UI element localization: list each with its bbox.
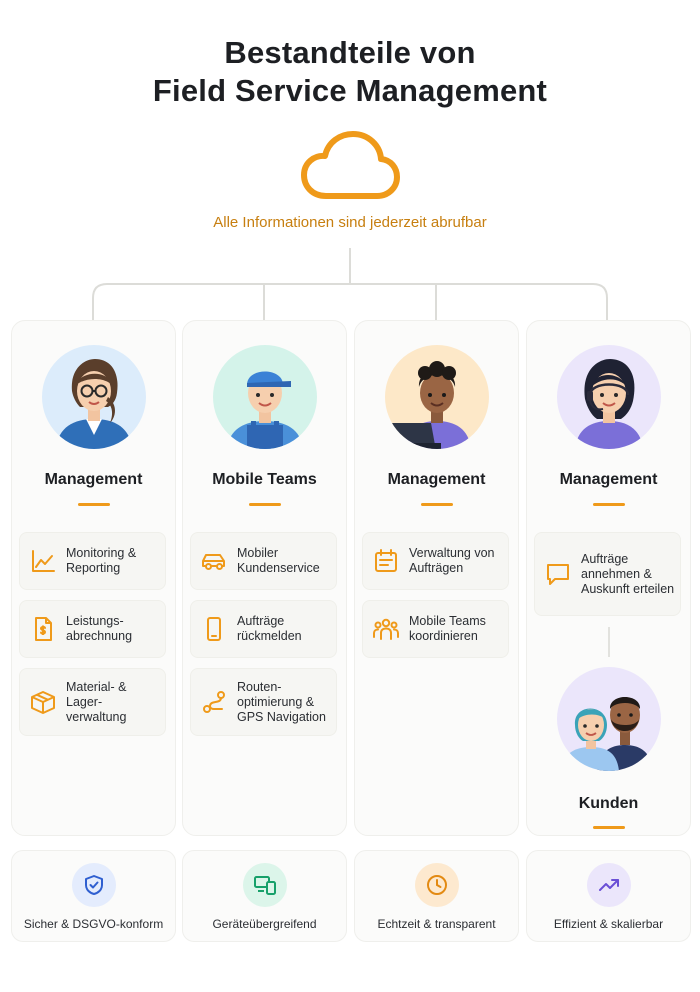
calendar-icon (363, 533, 409, 589)
trend-up-icon (587, 863, 631, 907)
role-label: Management (559, 471, 658, 488)
tree-connectors (92, 248, 608, 320)
feature-item-label: Aufträge rückmelden (237, 614, 302, 643)
route-icon (191, 669, 237, 735)
benefit-card-realtime: Echtzeit & transparent (354, 850, 519, 942)
feature-item[interactable]: Mobiler Kundenservice (190, 532, 337, 590)
connector-line (608, 627, 610, 657)
avatar-management-headset (557, 345, 661, 449)
feature-item[interactable]: Monitoring & Reporting (19, 532, 166, 590)
feature-item-label: Mobiler Kundenservice (237, 546, 320, 575)
feature-item-label: Material- & Lager- verwaltung (66, 679, 127, 724)
column-mobile-teams: Mobile Teams Mobiler Kundenservice Auftr… (182, 320, 347, 836)
feature-item-label: Leistungs- abrechnung (66, 614, 133, 643)
benefit-label: Echtzeit & transparent (377, 917, 496, 931)
feature-item-label: Routen- optimierung & GPS Navigation (237, 679, 326, 724)
clock-icon (415, 863, 459, 907)
role-underline (78, 503, 110, 506)
role-underline (593, 503, 625, 506)
feature-item-label: Mobile Teams koordinieren (409, 614, 486, 643)
feature-item-label: Aufträge annehmen & Auskunft erteilen (581, 551, 675, 596)
team-icon (363, 601, 409, 657)
avatar-technician (213, 345, 317, 449)
benefit-card-secure: Sicher & DSGVO-konform (11, 850, 176, 942)
column-management-3: Management Aufträge annehmen & Auskunft … (526, 320, 691, 836)
feature-item[interactable]: Verwaltung von Aufträgen (362, 532, 509, 590)
smartphone-icon (191, 601, 237, 657)
benefit-label: Sicher & DSGVO-konform (23, 917, 164, 931)
role-underline (421, 503, 453, 506)
devices-icon (243, 863, 287, 907)
benefit-card-devices: Geräteübergreifend (182, 850, 347, 942)
feature-item-label: Monitoring & Reporting (66, 546, 137, 575)
title-line-1: Bestandteile von (224, 35, 476, 70)
benefit-label: Effizient & skalierbar (553, 917, 664, 931)
role-underline (249, 503, 281, 506)
benefit-card-efficient: Effizient & skalierbar (526, 850, 691, 942)
role-label: Management (44, 471, 143, 488)
customers-underline (593, 826, 625, 829)
feature-item-label: Verwaltung von Aufträgen (409, 546, 495, 575)
feature-item[interactable]: Aufträge annehmen & Auskunft erteilen (534, 532, 681, 616)
role-label: Management (387, 471, 486, 488)
cloud-subtitle: Alle Informationen sind jederzeit abrufb… (213, 214, 487, 231)
feature-item[interactable]: Mobile Teams koordinieren (362, 600, 509, 658)
chat-icon (535, 533, 581, 615)
feature-item[interactable]: Material- & Lager- verwaltung (19, 668, 166, 736)
car-icon (191, 533, 237, 589)
invoice-icon (20, 601, 66, 657)
title-line-2: Field Service Management (152, 73, 548, 108)
column-management-1: Management Monitoring & Reporting Leistu… (11, 320, 176, 836)
avatar-customers (557, 667, 661, 771)
benefit-label: Geräteübergreifend (212, 917, 317, 931)
feature-item[interactable]: Aufträge rückmelden (190, 600, 337, 658)
page-title: Bestandteile von Field Service Managemen… (0, 34, 700, 110)
cloud-icon (300, 128, 400, 204)
column-management-2: Management Verwaltung von Aufträgen Mobi… (354, 320, 519, 836)
customers-label: Kunden (578, 795, 639, 812)
feature-item[interactable]: Routen- optimierung & GPS Navigation (190, 668, 337, 736)
avatar-management-woman (42, 345, 146, 449)
feature-item[interactable]: Leistungs- abrechnung (19, 600, 166, 658)
avatar-management-laptop (385, 345, 489, 449)
shield-check-icon (72, 863, 116, 907)
chart-line-icon (20, 533, 66, 589)
role-label: Mobile Teams (212, 471, 317, 488)
box-icon (20, 669, 66, 735)
